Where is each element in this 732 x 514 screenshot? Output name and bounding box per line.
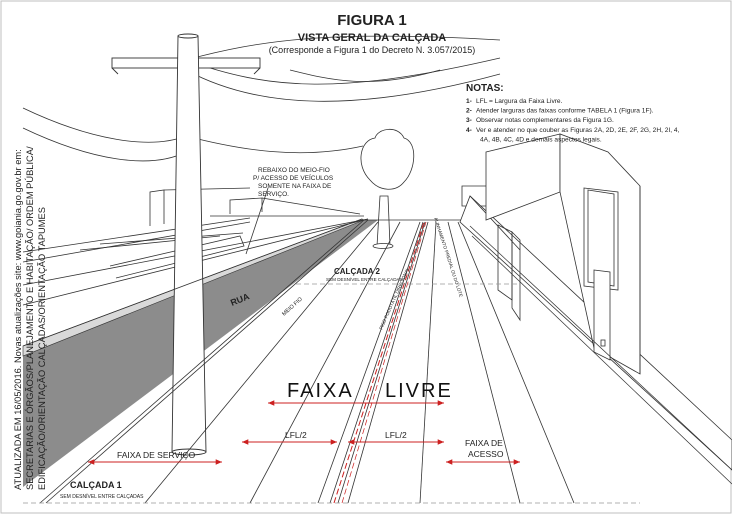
tactile-floor-centerline [333, 221, 425, 504]
callout-line-3: SOMENTE NA FAIXA DE [258, 183, 332, 190]
side-text-line-3: EDIFICAÇÃO/ORIENTAÇÃO CALÇADAS/ORIENTAÇÃ… [37, 207, 47, 490]
note-text: Observar notas complementares da Figura … [476, 117, 614, 124]
right-building [459, 133, 732, 471]
note-text: 4A, 4B, 4C, 4D e demais aspectos legais. [480, 136, 602, 143]
callout-leader [245, 187, 269, 255]
alinhamento-label: ALINHAMENTO PREDIAL OU DO LOTE [433, 217, 464, 298]
livre-label: LIVRE [385, 380, 453, 402]
lfl-left-label: LFL/2 [285, 430, 307, 440]
callout-line-4: SERVIÇO. [258, 191, 289, 198]
side-text: ATUALIZADA EM 16/05/2016. Novas atualiza… [13, 146, 47, 490]
lfl-right-label: LFL/2 [385, 430, 407, 440]
right-wall-lines [469, 225, 732, 485]
note-number: 4- [466, 127, 472, 134]
calcada1-title: CALÇADA 1 [70, 480, 122, 490]
dimension-arrows [88, 400, 520, 465]
tactile-floor-centerline-2 [341, 221, 427, 504]
note-number: 3- [466, 117, 472, 124]
power-lines [22, 35, 501, 162]
meio-fio-label: MEIO FIO [281, 296, 304, 318]
piso-podotatil-label: PISO PODOTÁTIL DIRECIONAL [377, 266, 410, 330]
figure-reference: (Corresponde a Figura 1 do Decreto N. 3.… [269, 45, 476, 55]
side-text-line-1: ATUALIZADA EM 16/05/2016. Novas atualiza… [13, 149, 23, 490]
callout-text: REBAIXO DO MEIO-FIO P/ ACESSO DE VEÍCULO… [253, 167, 334, 198]
utility-pole [111, 33, 261, 456]
note-number: 1- [466, 98, 472, 105]
notes-heading: NOTAS: [466, 83, 504, 94]
note-text: Atender larguras das faixas conforme TAB… [476, 108, 654, 115]
note-text: Ver e atender no que couber as Figuras 2… [476, 127, 680, 134]
calcada1-note: SEM DESNÍVEL ENTRE CALÇADAS [60, 493, 144, 500]
callout-line-2: P/ ACESSO DE VEÍCULOS [253, 173, 334, 182]
faixa-acesso-label-1: FAIXA DE [465, 438, 503, 448]
callout-line-1: REBAIXO DO MEIO-FIO [258, 167, 330, 174]
faixa-label: FAIXA [287, 380, 354, 402]
note-text: LFL = Largura da Faixa Livre. [476, 98, 563, 105]
sidewalk-lines [22, 215, 575, 504]
faixa-acesso-label-2: ACESSO [468, 449, 504, 459]
figure-title: FIGURA 1 [337, 12, 406, 29]
tree [360, 128, 415, 249]
calcada2-note: SEM DESNÍVEL ENTRE CALÇADAS [326, 276, 403, 282]
figure-subtitle: VISTA GERAL DA CALÇADA [298, 32, 447, 44]
notes-list: 1- LFL = Largura da Faixa Livre. 2- Atender… [466, 98, 680, 143]
calcada2-title: CALÇADA 2 [334, 267, 380, 276]
side-text-line-2: SECRETARIAS E ÓRGÃOS/PLANEJAMENTO E HABI… [25, 146, 35, 490]
faixa-servico-label: FAIXA DE SERVIÇO [117, 450, 196, 460]
note-number: 2- [466, 108, 472, 115]
